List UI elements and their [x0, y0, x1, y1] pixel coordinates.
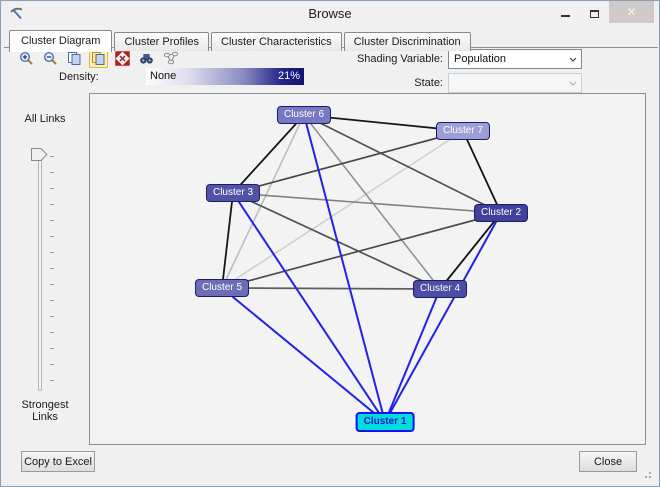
cluster-link-c2-c7 — [462, 130, 502, 214]
shading-variable-select[interactable]: Population — [448, 49, 582, 69]
density-value: 21% — [277, 70, 300, 82]
chevron-down-icon — [569, 81, 577, 86]
tab-cluster-profiles[interactable]: Cluster Profiles — [114, 32, 210, 51]
diagram-toolbar — [17, 49, 180, 68]
resize-grip[interactable] — [643, 470, 651, 478]
state-label: State: — [414, 77, 443, 89]
links-slider-track[interactable] — [38, 151, 42, 391]
minimize-button[interactable] — [551, 1, 580, 23]
tab-cluster-characteristics[interactable]: Cluster Characteristics — [211, 32, 342, 51]
close-icon: ✕ — [626, 5, 637, 19]
state-select — [448, 73, 582, 93]
cluster-node-cluster-6[interactable]: Cluster 6 — [276, 106, 332, 124]
maximize-icon — [590, 9, 599, 18]
cluster-node-cluster-5[interactable]: Cluster 5 — [194, 279, 250, 297]
cluster-link-c3-c6 — [232, 114, 305, 194]
cluster-link-c1-c3 — [232, 192, 386, 423]
cluster-link-c5-c6 — [221, 114, 305, 289]
find-node-icon[interactable] — [137, 49, 156, 68]
tab-cluster-discrimination[interactable]: Cluster Discrimination — [343, 32, 471, 51]
fit-to-screen-icon[interactable] — [113, 49, 132, 68]
zoom-out-icon[interactable] — [41, 49, 60, 68]
copy-to-excel-button[interactable]: Copy to Excel — [21, 451, 95, 472]
cluster-node-cluster-4[interactable]: Cluster 4 — [412, 280, 468, 298]
cluster-link-c3-c5 — [221, 192, 234, 289]
density-gradient-bar: None 21% — [146, 68, 304, 85]
chevron-down-icon — [569, 57, 577, 62]
strongest-links-label: Strongest Links — [21, 399, 69, 423]
close-window-button[interactable]: ✕ — [609, 1, 654, 23]
shading-variable-label: Shading Variable: — [356, 53, 443, 65]
links-slider-thumb[interactable] — [31, 148, 48, 161]
titlebar: Browse ✕ — [1, 1, 659, 27]
close-button[interactable]: Close — [579, 451, 637, 472]
cluster-node-cluster-1[interactable]: Cluster 1 — [355, 412, 415, 432]
cluster-links-svg — [221, 114, 502, 423]
cluster-link-c3-c7 — [232, 130, 464, 194]
cluster-node-cluster-7[interactable]: Cluster 7 — [435, 122, 491, 140]
all-links-label: All Links — [24, 113, 66, 125]
links-slider-ticks — [50, 156, 54, 390]
shading-variable-value: Population — [454, 53, 506, 65]
cluster-link-c2-c6 — [303, 114, 502, 214]
cluster-link-c1-c6 — [303, 114, 386, 423]
cluster-link-c5-c7 — [221, 130, 464, 289]
cluster-node-cluster-3[interactable]: Cluster 3 — [205, 184, 261, 202]
cluster-link-c1-c2 — [384, 212, 502, 423]
graph-layout-icon[interactable] — [161, 49, 180, 68]
zoom-in-icon[interactable] — [17, 49, 36, 68]
cluster-link-c4-c6 — [303, 114, 441, 290]
data-mining-pickaxe-icon — [10, 7, 23, 20]
maximize-button[interactable] — [580, 1, 609, 23]
cluster-link-c2-c3 — [232, 192, 502, 214]
cluster-link-c1-c5 — [221, 287, 386, 423]
cluster-link-c4-c5 — [221, 287, 441, 290]
copy-icon[interactable] — [65, 49, 84, 68]
cluster-link-c1-c4 — [384, 288, 441, 423]
tab-cluster-diagram[interactable]: Cluster Diagram — [9, 30, 113, 52]
cluster-link-c2-c4 — [439, 212, 502, 290]
cluster-diagram-canvas[interactable]: Cluster 1 Cluster 2 Cluster 3 Cluster 4 Clus… — [89, 93, 646, 445]
density-min-label: None — [150, 70, 177, 82]
density-label: Density: — [59, 71, 99, 83]
cluster-node-cluster-2[interactable]: Cluster 2 — [473, 204, 529, 222]
cluster-link-c2-c5 — [221, 212, 502, 289]
window-title: Browse — [308, 6, 352, 21]
minimize-icon — [561, 15, 570, 17]
